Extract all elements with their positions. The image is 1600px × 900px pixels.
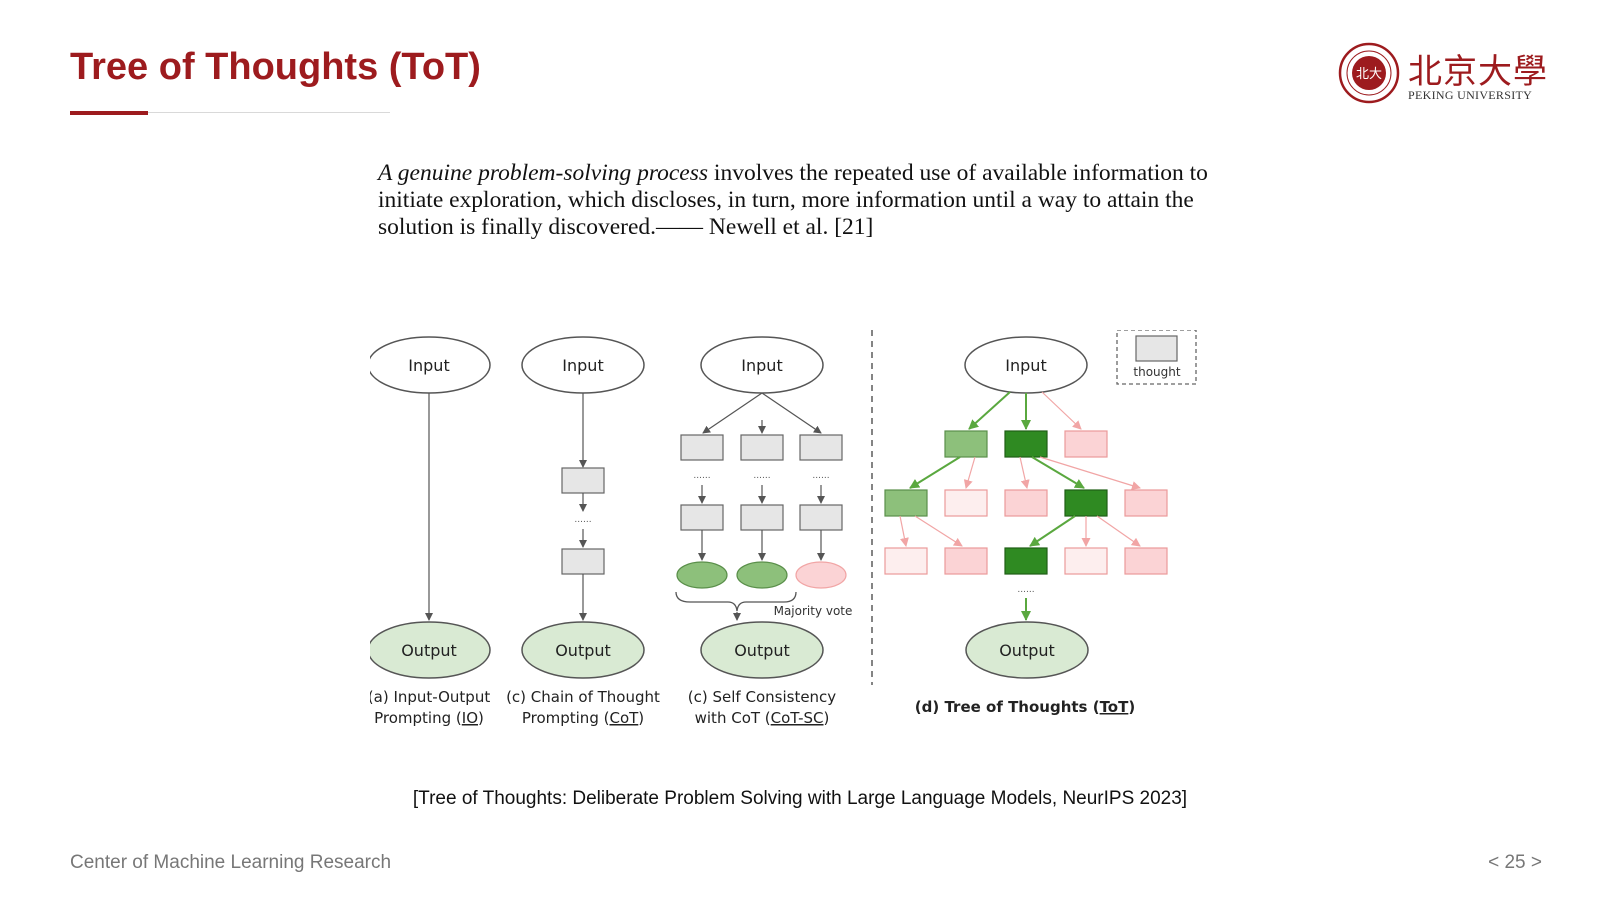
io-panel: Input Output (a) Input-Output Prompting … (370, 336, 491, 727)
majority-vote-label: Majority vote (774, 604, 853, 618)
tot-edge-1b-2d (1031, 456, 1085, 489)
sc-thought-a2 (680, 504, 724, 531)
cot-dots: ...... (574, 515, 591, 525)
sc-answer-b (736, 561, 788, 589)
university-name-en: PEKING UNIVERSITY (1408, 88, 1533, 102)
seal-glyph: 北大 (1356, 67, 1382, 82)
cot-output-label: Output (555, 641, 611, 660)
tot-thought-2b (944, 489, 988, 517)
tot-input-label: Input (1005, 356, 1046, 375)
tot-edge-1b-2e (1039, 456, 1141, 490)
sc-input-label: Input (741, 356, 782, 375)
sc-output-node (700, 621, 824, 679)
sc-answer-a (676, 561, 728, 589)
tot-dots: ...... (1017, 585, 1034, 595)
university-logo: 北大 北京大學 PEKING UNIVERSITY (1338, 42, 1550, 106)
legend-box (1116, 330, 1197, 385)
legend-thought-icon (1135, 335, 1178, 362)
tot-edge-0-1a (968, 391, 1011, 430)
sc-thought-a1 (680, 434, 724, 461)
cot-thought-1 (561, 467, 605, 494)
seal-icon: 北大 (1338, 42, 1400, 104)
tot-edge-0-1c (1041, 391, 1082, 430)
io-caption-line2: Prompting (IO) (374, 709, 484, 727)
sc-arrow-left (702, 392, 763, 434)
tot-thought-3c (1004, 547, 1048, 575)
cot-panel: Input ...... Output (c) Chain of Thought… (506, 336, 660, 727)
cot-thought-2 (561, 548, 605, 575)
tot-thought-2d (1064, 489, 1108, 517)
title-accent-bar (70, 111, 148, 115)
tot-thought-3d (1064, 547, 1108, 575)
page-number: < 25 > (1488, 852, 1542, 873)
title-underline (70, 112, 390, 113)
prompting-strategies-diagram: Input Output (a) Input-Output Prompting … (370, 330, 1197, 727)
sc-dots-c: ...... (812, 471, 829, 481)
tot-thought-1a (944, 430, 988, 458)
tot-edge-1a-2b (963, 456, 976, 489)
tot-edge-2a-3b (914, 515, 963, 547)
university-name-cn: 北京大學 (1408, 52, 1548, 92)
sc-caption-line1: (c) Self Consistency (688, 688, 837, 706)
tot-edge-2d-3c (1029, 515, 1076, 547)
sc-output-label: Output (734, 641, 790, 660)
tot-panel: Input ...... O (884, 330, 1197, 716)
io-output-label: Output (401, 641, 457, 660)
tot-output-node (965, 621, 1089, 679)
io-caption-line1: (a) Input-Output (370, 688, 490, 706)
sc-dots-a: ...... (693, 471, 710, 481)
tot-edge-1b-2c (1019, 456, 1030, 489)
sc-thought-b1 (740, 434, 784, 461)
cot-output-node (521, 621, 645, 679)
newell-quote: A genuine problem-solving process involv… (378, 160, 1208, 241)
tot-edge-2d-3e (1096, 515, 1141, 547)
tot-caption: (d) Tree of Thoughts (ToT) (915, 698, 1135, 716)
quote-italic: A genuine problem-solving process (378, 160, 709, 186)
tot-thought-2e (1124, 489, 1168, 517)
tot-output-label: Output (999, 641, 1055, 660)
cot-sc-panel: Input ...... ...... ...... Majority vote… (675, 336, 853, 727)
sc-thought-c1 (799, 434, 843, 461)
io-input-label: Input (408, 356, 449, 375)
cot-caption-line1: (c) Chain of Thought (506, 688, 660, 706)
footer-organization: Center of Machine Learning Research (70, 852, 392, 873)
paper-citation: [Tree of Thoughts: Deliberate Problem So… (412, 788, 1188, 809)
quote-text: involves the repeated use of available i… (378, 160, 1208, 240)
majority-vote-brace (675, 591, 797, 612)
tot-thought-1c (1064, 430, 1108, 458)
tot-edge-1a-2a (909, 456, 961, 489)
tot-thought-3e (1124, 547, 1168, 575)
io-output-node (370, 621, 491, 679)
tot-thought-3b (944, 547, 988, 575)
cot-caption-line2: Prompting (CoT) (522, 709, 644, 727)
sc-arrow-right (761, 392, 822, 434)
tot-edge-2a-3a (899, 515, 909, 547)
tot-thought-2c (1004, 489, 1048, 517)
sc-answer-c (795, 561, 847, 589)
tot-thought-3a (884, 547, 928, 575)
sc-thought-b2 (740, 504, 784, 531)
sc-caption-line2: with CoT (CoT-SC) (695, 709, 830, 727)
cot-input-label: Input (562, 356, 603, 375)
tot-thought-2a (884, 489, 928, 517)
tot-thought-1b (1004, 430, 1048, 458)
legend-label: thought (1133, 365, 1180, 379)
sc-dots-b: ...... (753, 471, 770, 481)
sc-thought-c2 (799, 504, 843, 531)
slide-title: Tree of Thoughts (ToT) (70, 46, 481, 88)
